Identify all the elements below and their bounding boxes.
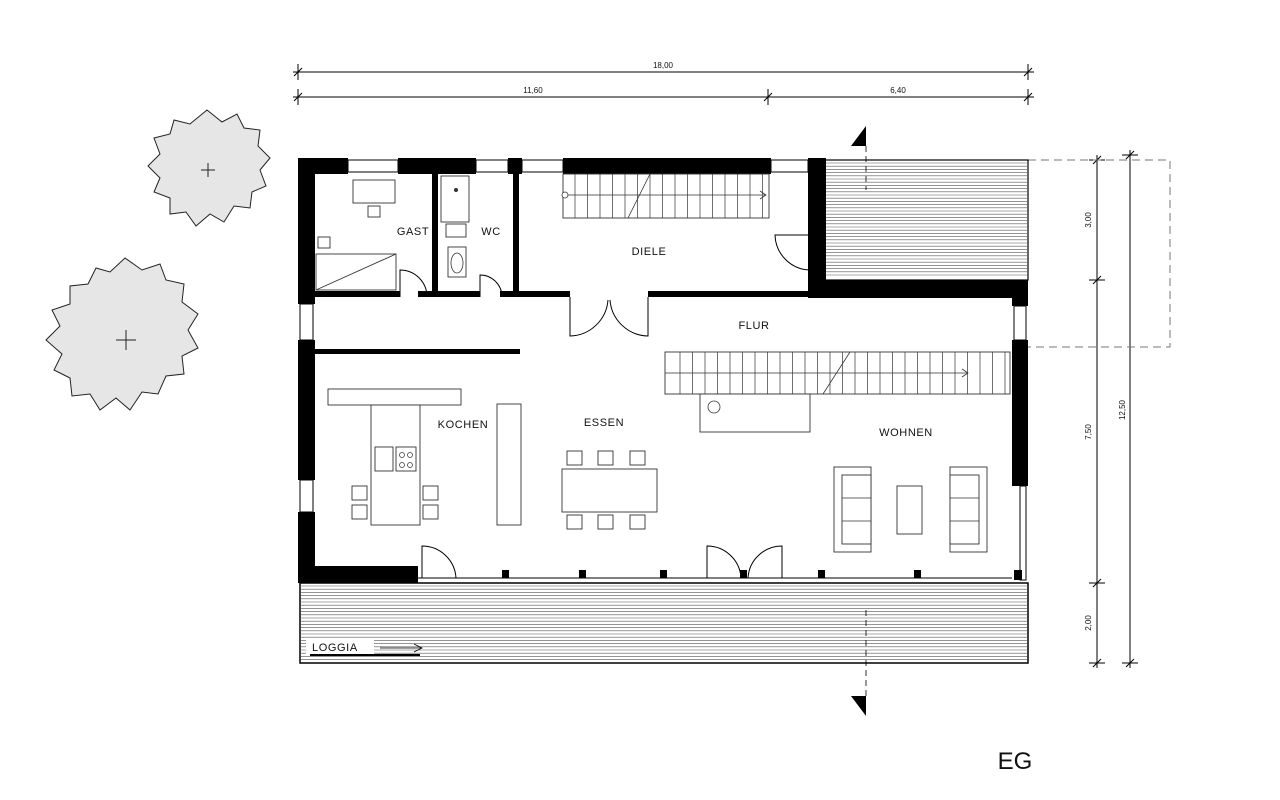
facade-posts (418, 570, 1022, 580)
dimension-overall-width: 18,00 (653, 61, 674, 70)
stair-main (664, 351, 1011, 433)
dimension-depth-total: 12,50 (1118, 399, 1127, 420)
interior-walls (313, 172, 810, 354)
loggia-label-bg (306, 639, 374, 654)
dimension-depth-main: 7,50 (1084, 424, 1093, 440)
dimension-segment-right: 6,40 (890, 86, 906, 95)
tree-icon (45, 257, 199, 411)
room-label-loggia: LOGGIA (312, 642, 358, 654)
floor-label: EG (998, 748, 1033, 775)
room-label-gast: GAST (397, 226, 429, 238)
room-label-essen: ESSEN (584, 417, 624, 429)
dimension-line-depths (1089, 150, 1138, 668)
room-label-kochen: KOCHEN (438, 419, 489, 431)
section-marker-top (851, 126, 867, 190)
dimension-depth-top: 3,00 (1084, 212, 1093, 228)
room-label-diele: DIELE (632, 246, 667, 258)
tree-icon (147, 109, 271, 227)
kitchen-furniture (327, 388, 522, 526)
guest-room-furniture (315, 179, 397, 291)
dimension-line-overall (293, 64, 1034, 80)
arrow-right-icon (380, 643, 423, 653)
room-label-wohnen: WOHNEN (879, 427, 933, 439)
exterior-walls (298, 158, 1028, 583)
living-furniture (833, 466, 988, 553)
terrace-deck (824, 159, 1029, 281)
dimension-line-segments (293, 89, 1034, 105)
windows (299, 159, 1027, 581)
room-label-wc: WC (481, 226, 501, 238)
room-label-flur: FLUR (738, 320, 769, 332)
dimension-segment-left: 11,60 (523, 86, 543, 95)
wc-fixtures (440, 175, 470, 278)
loggia-deck (299, 582, 1029, 664)
stair-upper (561, 173, 770, 219)
dimension-depth-loggia: 2,00 (1084, 615, 1093, 631)
section-marker-bottom (851, 610, 867, 716)
dining-furniture (561, 450, 658, 530)
door-swings (399, 234, 811, 579)
roof-projection-outline (1028, 159, 1171, 348)
